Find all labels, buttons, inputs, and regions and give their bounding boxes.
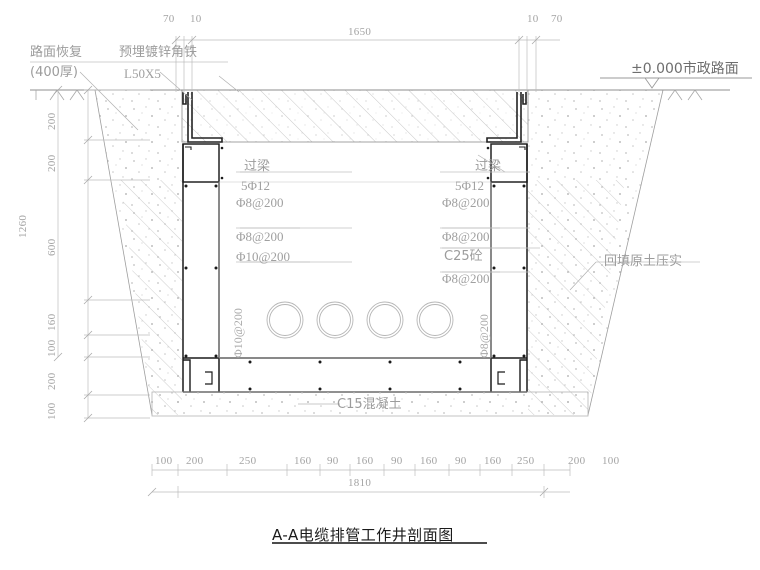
dim-left-600: 600 xyxy=(46,238,58,256)
bottom-slab xyxy=(183,357,527,393)
cable-duct-pipes xyxy=(266,301,454,339)
dim-bottom-100-r: 100 xyxy=(602,455,620,467)
ground-symbol-right xyxy=(667,89,703,101)
dim-bottom-200-l: 200 xyxy=(186,455,204,467)
angle-iron-left xyxy=(182,92,223,143)
dim-top-10-left: 10 xyxy=(190,13,202,25)
lintel-left xyxy=(182,143,220,183)
elevation-marker xyxy=(600,77,752,89)
road-pavement-slab xyxy=(181,89,529,143)
note-right-wall-bar-h2: Φ8@200 xyxy=(442,271,490,286)
note-left-wall-bar-h: Φ8@200 xyxy=(236,229,284,244)
note-elevation: ±0.000市政路面 xyxy=(631,61,739,77)
note-road-restore: 路面恢复 xyxy=(30,45,83,60)
dim-left-160: 160 xyxy=(46,313,58,331)
left-soil-region xyxy=(94,89,182,416)
ground-symbol-left xyxy=(35,89,85,101)
dim-bottom-160-d: 160 xyxy=(484,455,502,467)
note-underline-left xyxy=(30,61,352,263)
dim-left-100-b: 100 xyxy=(46,402,58,420)
note-left-wall-bar-v: Φ10@200 xyxy=(236,249,290,264)
drawing-title: A-A电缆排管工作井剖面图 xyxy=(272,526,454,544)
note-angle-iron-spec: L50X5 xyxy=(124,66,161,81)
dim-bottom-160-a: 160 xyxy=(294,455,312,467)
note-right-wall-bar-h: Φ8@200 xyxy=(442,229,490,244)
bottom-dimension-chain xyxy=(147,464,571,498)
left-dimension-chain xyxy=(53,85,150,423)
note-backfill: 回填原土压实 xyxy=(604,254,683,269)
angle-iron-right xyxy=(486,92,527,143)
dim-bottom-200-r: 200 xyxy=(568,455,586,467)
dim-overall-height: 1260 xyxy=(17,214,29,238)
dim-bottom-160-b: 160 xyxy=(356,455,374,467)
rebar-section-dots xyxy=(184,146,526,391)
dim-bottom-250-l: 250 xyxy=(239,455,257,467)
note-right-concrete-grade: C25砼 xyxy=(444,249,483,264)
note-base-concrete: C15混凝土 xyxy=(337,397,402,412)
note-left-lintel: 过梁 xyxy=(244,159,271,174)
well-wall-right xyxy=(490,144,528,392)
note-left-vertical-bar: Φ10@200 xyxy=(231,308,245,358)
dim-left-200-c: 200 xyxy=(46,372,58,390)
dim-overall-width: 1810 xyxy=(348,477,372,489)
dim-top-10-right: 10 xyxy=(527,13,539,25)
note-right-vertical-bar: Φ8@200 xyxy=(477,314,491,358)
dim-left-200-b: 200 xyxy=(46,154,58,172)
note-underline-right xyxy=(440,171,700,273)
dim-bottom-90-a: 90 xyxy=(327,455,339,467)
note-embedded-angle-iron: 预埋镀锌角铁 xyxy=(119,45,198,60)
dim-bottom-90-c: 90 xyxy=(455,455,467,467)
well-wall-left xyxy=(182,144,220,392)
well-inner-void xyxy=(218,181,492,359)
note-left-lintel-main-bar: 5Φ12 xyxy=(241,178,271,193)
dim-left-200-a: 200 xyxy=(46,112,58,130)
note-road-restore-thickness: (400厚) xyxy=(30,65,78,80)
top-dimension xyxy=(171,35,560,92)
dim-top-70-right: 70 xyxy=(551,13,563,25)
note-right-lintel-main-bar: 5Φ12 xyxy=(455,178,485,193)
dim-left-100-a: 100 xyxy=(46,339,58,357)
dim-top-1650: 1650 xyxy=(348,26,372,38)
dim-bottom-90-b: 90 xyxy=(391,455,403,467)
note-right-lintel-stirrup: Φ8@200 xyxy=(442,195,490,210)
dim-bottom-160-c: 160 xyxy=(420,455,438,467)
note-left-lintel-stirrup: Φ8@200 xyxy=(236,195,284,210)
dim-bottom-250-r: 250 xyxy=(517,455,535,467)
dim-bottom-100-l: 100 xyxy=(155,455,173,467)
note-right-lintel: 过梁 xyxy=(475,159,502,174)
c15-cushion xyxy=(151,391,589,417)
right-soil-region xyxy=(528,89,664,416)
dim-top-70-left: 70 xyxy=(163,13,175,25)
